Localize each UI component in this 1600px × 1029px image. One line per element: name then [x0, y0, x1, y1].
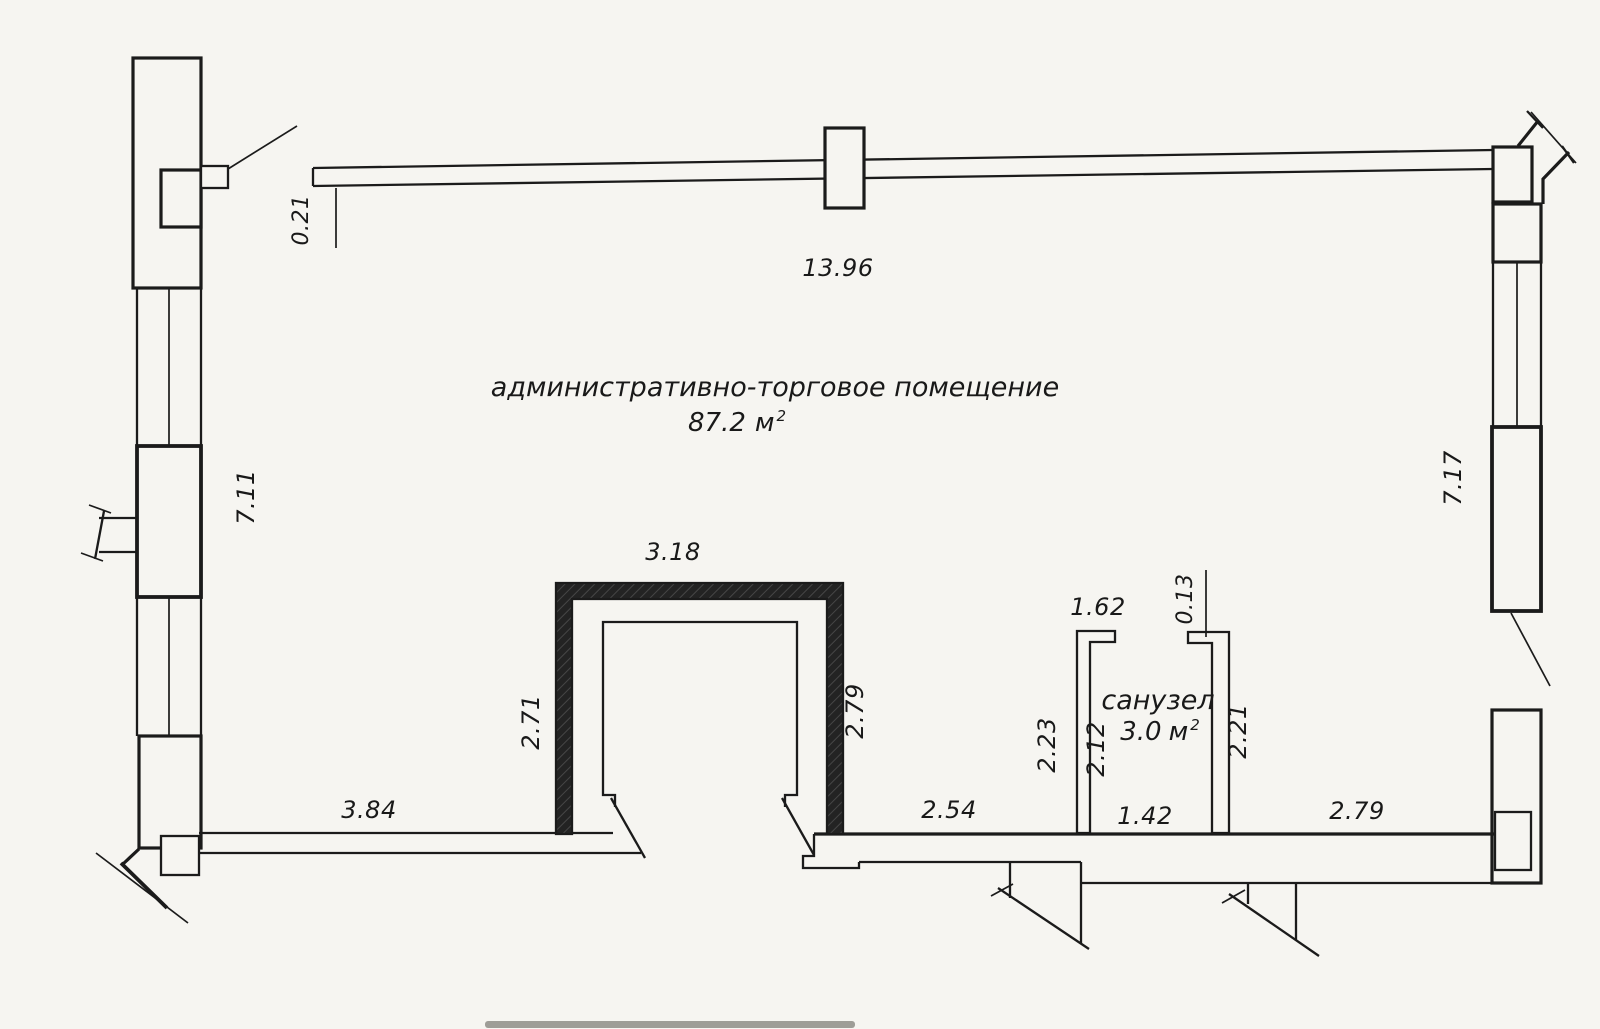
right-wall [1490, 110, 1577, 885]
corner-door-jamb [1541, 150, 1571, 204]
corner-door-jamb [1516, 120, 1540, 147]
right-bottom-column-recess [1493, 810, 1533, 872]
tick-mark [88, 504, 112, 514]
corner-chamfer [121, 847, 141, 866]
break-line [95, 852, 189, 924]
leader-line [227, 125, 298, 170]
bathroom-area-unit: м [1169, 717, 1189, 747]
right-middle-pier [1490, 425, 1543, 613]
dim-bottom-left: 3.84 [341, 796, 396, 824]
main-room-label: административно-торговое помещение [491, 372, 1059, 403]
bathroom-walls [1075, 570, 1231, 835]
dim-bottom-mid: 2.54 [921, 796, 976, 824]
main-room-area-value: 87.2 [688, 408, 746, 438]
bathroom-left-wall [1075, 629, 1117, 835]
dim-bathroom-bottom: 1.42 [1117, 802, 1172, 830]
main-room-area-sup: 2 [776, 407, 786, 425]
vestibule-inner-wall [601, 620, 799, 807]
bathroom-area-value: 3.0 [1120, 717, 1161, 747]
vestibule-hatched-wall [554, 581, 845, 836]
dim-bathroom-wall: 0.13 [1173, 574, 1198, 625]
dim-top-width: 13.96 [802, 254, 873, 282]
dim-bathroom-left-inner: 2.12 [1082, 721, 1110, 776]
dim-vestibule-width: 3.18 [645, 538, 700, 566]
right-top-column [1491, 145, 1534, 204]
opening-break-line [609, 797, 647, 859]
bottom-wall-step [801, 834, 861, 870]
right-top-column-lower [1491, 202, 1543, 264]
top-wall [311, 126, 1494, 248]
top-wall-outer-line [312, 148, 1494, 170]
dim-bathroom-top: 1.62 [1070, 593, 1125, 621]
top-wall-inner-line [312, 167, 1494, 188]
left-wall [80, 56, 298, 924]
tick-mark [1526, 110, 1544, 129]
opening-break-line [780, 797, 816, 856]
bathroom-right-wall [1186, 630, 1231, 835]
dim-vestibule-right: 2.79 [841, 683, 869, 738]
left-bottom-column [137, 734, 203, 850]
dim-wall-thickness: 0.21 [289, 195, 314, 246]
left-top-column-tab [199, 164, 230, 190]
dim-bottom-right: 2.79 [1329, 797, 1384, 825]
left-middle-pier [135, 444, 203, 599]
bathroom-area-sup: 2 [1190, 716, 1200, 734]
bathroom-label: санузел [1101, 685, 1214, 716]
left-attachment-edge [93, 510, 106, 560]
tick-mark [1221, 889, 1246, 904]
dim-bathroom-left-outer: 2.23 [1033, 717, 1061, 772]
bottom-wall [199, 797, 1540, 957]
exterior-step-diagonal [1228, 893, 1320, 957]
dim-bathroom-right: 2.21 [1224, 703, 1252, 758]
main-room-area-unit: м [755, 408, 775, 438]
dim-vestibule-left: 2.71 [517, 694, 545, 749]
left-bottom-column-recess [159, 834, 201, 877]
dim-left-height: 7.11 [232, 469, 260, 524]
top-wall-column [823, 126, 866, 210]
left-top-column-recess [159, 168, 203, 229]
tick-mark [80, 552, 104, 562]
leader-line [1510, 612, 1551, 687]
corner-door-leaf [1530, 111, 1577, 164]
tick-mark [990, 883, 1014, 897]
entrance-vestibule [554, 581, 845, 836]
scan-artifact [485, 1021, 855, 1028]
exterior-step-diagonal [997, 887, 1090, 950]
dim-right-height: 7.17 [1439, 450, 1467, 506]
